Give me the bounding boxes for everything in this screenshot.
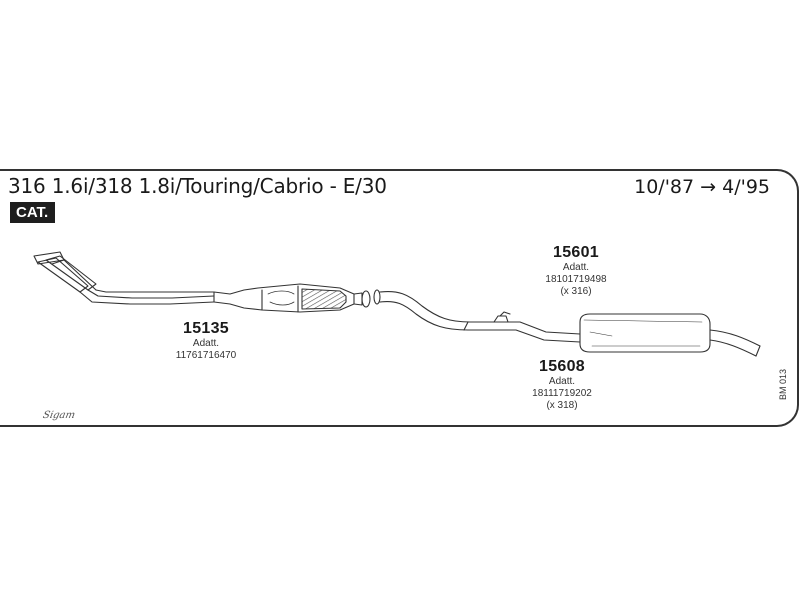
catalyst-badge: CAT. [10,202,56,223]
model-note: (x 318) [546,400,578,411]
part-label-15608: 15608 Adatt. 18111719202 (x 318) [512,358,612,412]
part-label-15601: 15601 Adatt. 18101719498 (x 316) [528,244,624,298]
oem-number: 11761716470 [175,350,237,361]
rear-silencer [579,313,711,353]
part-number: 15135 [183,320,229,337]
model-note: (x 316) [560,286,592,297]
adapter-label: Adatt. [192,338,220,349]
adapter-label: Adatt. [548,376,576,387]
part-label-15135: 15135 Adatt. 11761716470 [156,320,256,362]
front-downpipe [33,251,215,305]
pipe-connector [361,289,381,308]
catalytic-converter [213,283,363,313]
part-number: 15601 [553,244,599,261]
diagram-reference-code: BM 013 [778,368,788,400]
tailpipe [709,329,761,357]
oem-number: 18111719202 [532,388,592,399]
production-date-range: 10/'87 → 4/'95 [634,176,770,198]
part-number: 15608 [539,358,585,375]
manufacturer-logo: Sigam [41,410,77,421]
middle-pipe [379,290,581,343]
oem-number: 18101719498 [545,274,607,285]
adapter-label: Adatt. [562,262,590,273]
vehicle-model-title: 316 1.6i/318 1.8i/Touring/Cabrio - E/30 [8,174,387,198]
